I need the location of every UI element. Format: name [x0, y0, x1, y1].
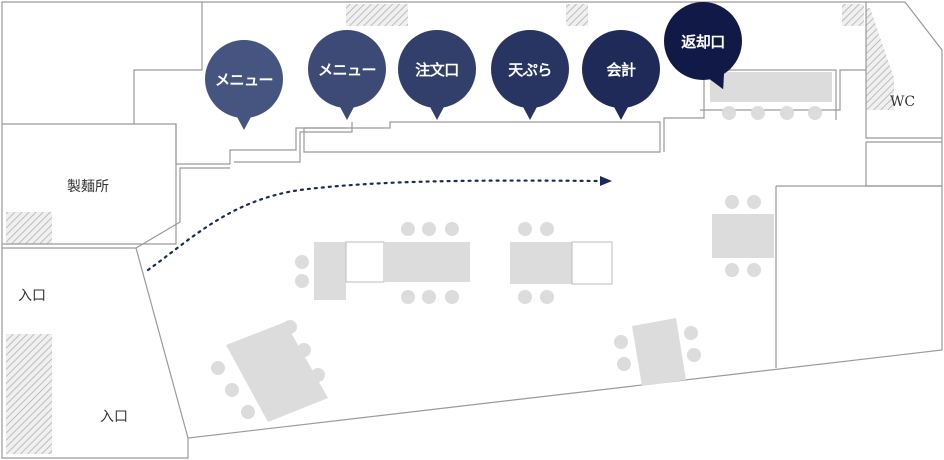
station-label: 返却口 [681, 32, 725, 51]
dining-table-2 [510, 222, 613, 304]
station-label: メニュー [317, 60, 377, 79]
dining-table-4 [211, 320, 328, 422]
return-station-pin[interactable]: 返却口 [664, 2, 742, 80]
dining-table-3 [712, 195, 774, 277]
noodle-room-label: 製麺所 [67, 179, 109, 195]
flow-arrow [146, 179, 602, 272]
entrance-label: 入口 [100, 409, 128, 425]
dining-table-5 [614, 318, 701, 386]
station-label: メニュー [214, 70, 274, 89]
hatched-areas [6, 4, 894, 454]
station-label: 天ぷら [508, 60, 552, 79]
station-label: 会計 [606, 60, 636, 79]
menu-station-pin[interactable]: メニュー [205, 40, 283, 130]
tempura-station-pin[interactable]: 天ぷら [491, 30, 569, 120]
wc-label: WC [890, 94, 916, 110]
order-station-pin[interactable]: 注文口 [398, 30, 476, 120]
checkout-station-pin[interactable]: 会計 [582, 30, 660, 120]
station-label: 注文口 [415, 60, 459, 79]
walls [2, 2, 942, 439]
menu-station-pin[interactable]: メニュー [308, 30, 386, 120]
counter-stools [722, 106, 822, 120]
dining-table-1 [295, 222, 470, 304]
flow-arrowhead [600, 176, 612, 186]
entrance-label: 入口 [18, 288, 46, 304]
counter-bar [710, 72, 832, 102]
